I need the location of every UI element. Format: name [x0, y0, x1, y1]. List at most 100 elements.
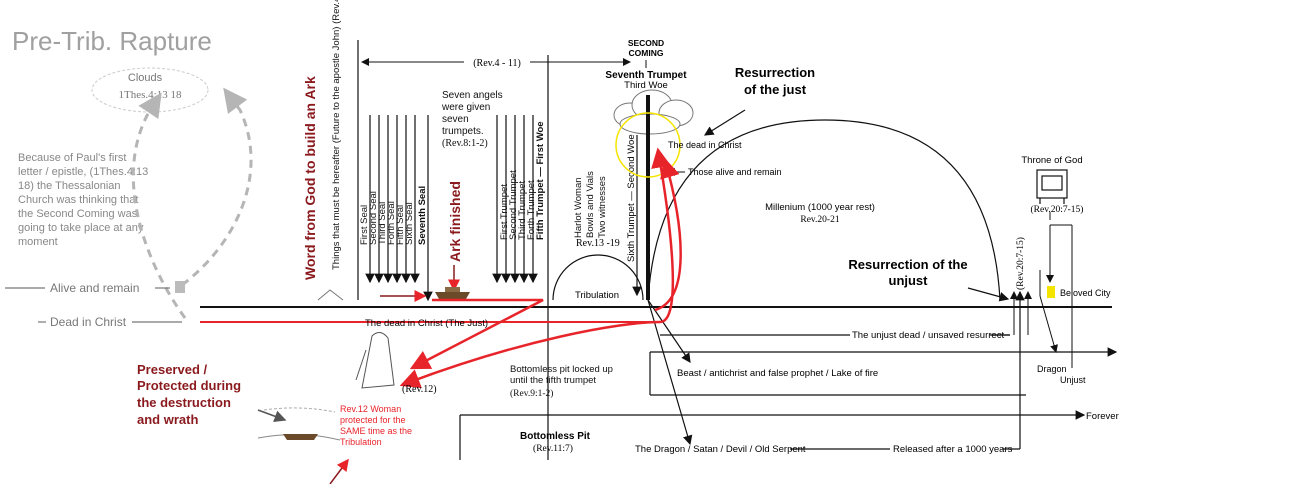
seal-3: Third Seal — [377, 202, 388, 245]
svg-text:and wrath: and wrath — [137, 412, 198, 427]
trumpet-4: Forth Trumpet — [526, 180, 537, 240]
word-from-god-label: Word from God to build an Ark — [302, 76, 318, 280]
ark-flood-icon — [257, 407, 341, 441]
ark-icon — [435, 287, 470, 299]
seal-5: Fifth Seal — [395, 205, 406, 245]
second-coming-2: COMING — [629, 48, 664, 58]
woman-figure-icon — [355, 332, 395, 389]
rev-20-7-15-label: (Rev.20:7-15) — [1031, 204, 1084, 215]
dragon-satan-label: The Dragon / Satan / Devil / Old Serpent — [635, 444, 806, 455]
dashed-arrow-dead — [131, 92, 187, 319]
beast-label: Beast / antichrist and false prophet / L… — [677, 368, 878, 379]
beloved-city-label: Beloved City — [1060, 288, 1111, 298]
millenium-arc — [647, 119, 1001, 301]
svg-text:SAME time as the: SAME time as the — [340, 426, 412, 436]
svg-text:protected for the: protected for the — [340, 415, 406, 425]
svg-text:letter / epistle, (1Thes.4:13: letter / epistle, (1Thes.4:13 — [18, 166, 148, 178]
second-coming-1: SECOND — [628, 38, 664, 48]
unjust-label: Unjust — [1060, 375, 1086, 385]
svg-text:Rev.12 Woman: Rev.12 Woman — [340, 404, 401, 414]
unjust-dead-label: The unjust dead / unsaved resurrect — [852, 330, 1004, 341]
svg-text:moment: moment — [18, 236, 58, 248]
trumpet-1: First Trumpet — [499, 184, 510, 240]
rev-20-7-15-vertical-label: (Rev.20:7-15) — [1015, 237, 1026, 290]
svg-text:trumpets.: trumpets. — [442, 126, 484, 137]
rev-4-11-label: (Rev.4 - 11) — [473, 58, 521, 69]
dead-in-christ-label: Dead in Christ — [50, 315, 127, 329]
trumpet-labels: First Trumpet Second Trumpet Third Trump… — [499, 121, 546, 240]
rev-13-19-label: Rev.13 -19 — [576, 238, 620, 249]
bottomless-locked-note: Bottomless pit locked up until the fifth… — [510, 364, 613, 399]
svg-text:seven: seven — [442, 114, 469, 125]
alive-and-remain-label: Alive and remain — [50, 281, 139, 295]
beloved-city-marker — [1047, 286, 1055, 298]
third-woe-label: Third Woe — [624, 80, 668, 91]
svg-text:the destruction: the destruction — [137, 395, 231, 410]
tribulation-arc — [552, 254, 644, 301]
svg-text:Protected during: Protected during — [137, 378, 241, 393]
svg-text:18) the Thessalonian: 18) the Thessalonian — [18, 180, 121, 192]
trumpet-3: Third Trumpet — [517, 181, 528, 240]
rapture-circle — [615, 112, 681, 178]
svg-text:Tribulation: Tribulation — [340, 437, 382, 447]
seal-labels: First Seal Second Seal Third Seal Forth … — [359, 186, 428, 245]
dragon-label: Dragon — [1037, 364, 1067, 374]
released-label: Released after a 1000 years — [893, 444, 1013, 455]
page-title: Pre-Trib. Rapture — [12, 26, 212, 56]
seal-1: First Seal — [359, 205, 370, 245]
clouds-label: Clouds — [128, 72, 163, 84]
trumpet-lines — [492, 115, 538, 284]
bottomless-pit-label: Bottomless Pit — [520, 431, 591, 442]
seal-6: Sixth Seal — [404, 202, 415, 245]
resurrection-unjust-1: Resurrection of the — [848, 257, 967, 272]
svg-text:Bowls and Vials: Bowls and Vials — [585, 171, 596, 238]
rev12-woman-note: Rev.12 Woman protected for the SAME time… — [340, 404, 412, 447]
seal-lines — [365, 115, 433, 302]
preserved-label: Preserved / Protected during the destruc… — [137, 362, 241, 427]
seal-2: Second Seal — [368, 191, 379, 245]
seal-7: Seventh Seal — [417, 186, 428, 245]
svg-text:Two witnesses: Two witnesses — [597, 176, 608, 238]
trumpet-2: Second Trumpet — [508, 170, 519, 240]
svg-text:going to take place at any: going to take place at any — [18, 222, 144, 234]
svg-text:Because of Paul's first: Because of Paul's first — [18, 152, 127, 164]
ark-finished-label: Ark finished — [447, 181, 463, 262]
seven-angels-note: Seven angels were given seven trumpets. … — [441, 90, 503, 149]
rev-11-7-label: (Rev.11:7) — [533, 443, 573, 454]
throne-icon — [1036, 169, 1068, 204]
dashed-arrow-alive — [181, 87, 253, 287]
svg-text:were given: were given — [441, 102, 490, 113]
svg-text:Preserved /: Preserved / — [137, 362, 207, 377]
svg-text:(Rev.9:1-2): (Rev.9:1-2) — [510, 388, 553, 399]
resurrection-just-2: of the just — [744, 82, 807, 97]
svg-text:(Rev.8:1-2): (Rev.8:1-2) — [442, 138, 488, 149]
those-alive-label: Those alive and remain — [688, 167, 782, 177]
trumpet-5: Fifth Trumpet — First Woe — [535, 121, 546, 240]
cloud-icon — [613, 89, 694, 135]
svg-text:Seven angels: Seven angels — [442, 90, 503, 101]
svg-text:the Second Coming was: the Second Coming was — [18, 208, 138, 220]
svg-text:until the fifth trumpet: until the fifth trumpet — [510, 375, 596, 386]
rev-20-21-label: Rev.20-21 — [800, 215, 839, 225]
svg-text:Bottomless pit locked up: Bottomless pit locked up — [510, 364, 613, 375]
dead-in-christ-just-label: The dead in Christ (The Just) — [365, 318, 488, 329]
millenium-label: Millenium (1000 year rest) — [765, 202, 875, 213]
svg-text:Harlot Woman: Harlot Woman — [573, 177, 584, 238]
paul-note: Because of Paul's first letter / epistle… — [18, 152, 148, 248]
resurrection-unjust-2: unjust — [889, 273, 929, 288]
red-arrows — [399, 147, 682, 389]
resurrection-just-1: Resurrection — [735, 65, 815, 80]
forever-label: Forever — [1086, 411, 1119, 422]
harlot-labels: Harlot Woman Bowls and Vials Two witness… — [573, 171, 608, 238]
sixth-trumpet-label: Sixth Trumpet — Second Woe — [626, 134, 637, 262]
seal-4: Forth Seal — [386, 201, 397, 245]
svg-text:Church was thinking that: Church was thinking that — [18, 194, 138, 206]
tribulation-label: Tribulation — [575, 290, 619, 301]
things-hereafter-label: Things that must be hereafter (Future to… — [331, 0, 342, 270]
clouds-ref: 1Thes.4:13 18 — [119, 89, 182, 101]
dead-in-christ-arrow-label: The dead in Christ — [668, 140, 742, 150]
rev-12-label: (Rev.12) — [402, 384, 437, 395]
seventh-trumpet-label: Seventh Trumpet — [605, 70, 687, 81]
